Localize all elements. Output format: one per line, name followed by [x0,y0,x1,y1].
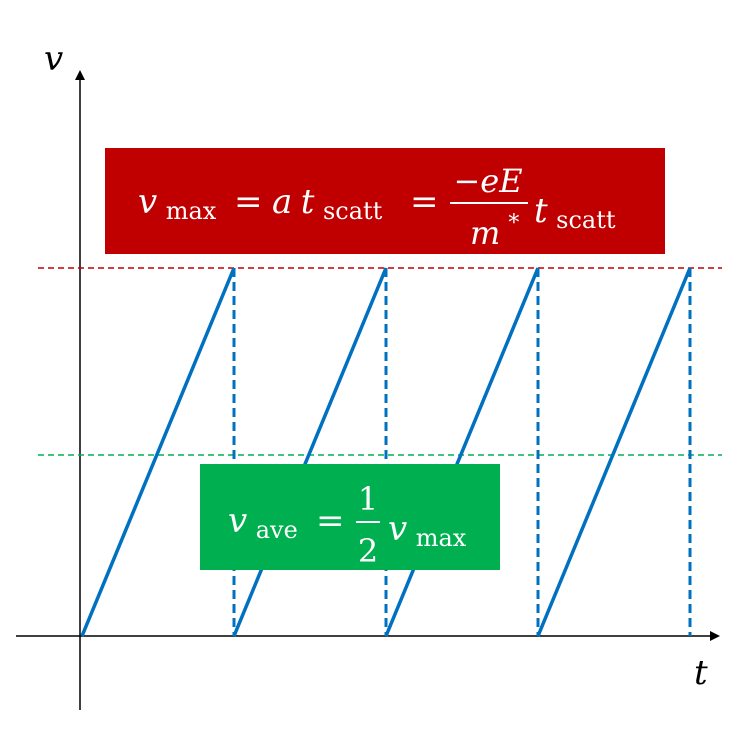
vave-numerator: 1 [358,480,378,518]
vave-lhs-var: v [228,501,247,541]
vave-rhs-sub: max [416,524,467,552]
vave-rhs: v max [388,509,467,552]
sawtooth-ramp [80,267,236,637]
vmax-den-star: * [508,211,519,236]
vave-formula: v ave = [228,501,345,546]
vave-equals: = [316,501,345,541]
vave-denominator: 2 [358,532,378,570]
vmax-time-sub: scatt [323,197,383,225]
vmax-formula-box: v max = a t scatt = −eE m * t scatt [105,148,665,254]
x-axis-label: t [694,653,708,693]
vmax-den-mass: m [470,214,500,252]
sawtooth-ramp [384,267,540,637]
vmax-lhs-sub: max [166,197,217,225]
vave-formula-background [200,464,500,570]
vmax-equals-2: = [410,182,439,222]
sawtooth-velocity [80,267,692,637]
vmax-formula: v max = a t scatt = [138,182,439,227]
vmax-rhs-sub: scatt [556,206,616,234]
y-axis-label: v [44,39,63,79]
vmax-denominator: m * [470,211,519,252]
vmax-equals: = [234,182,263,222]
vave-lhs-sub: ave [256,516,298,544]
vave-rhs-var: v [388,509,407,549]
vmax-time: t [301,182,315,222]
vave-formula-box: v ave = 1 2 v max [200,464,500,570]
vmax-rhs-time: t [534,191,548,231]
sawtooth-ramp [536,267,692,637]
vmax-formula-background [105,148,665,254]
vmax-lhs-var: v [138,182,157,222]
vmax-rhs: t scatt [534,191,616,234]
sawtooth-ramp [232,267,388,637]
vmax-numerator: −eE [453,162,522,200]
vmax-accel: a [272,182,292,222]
